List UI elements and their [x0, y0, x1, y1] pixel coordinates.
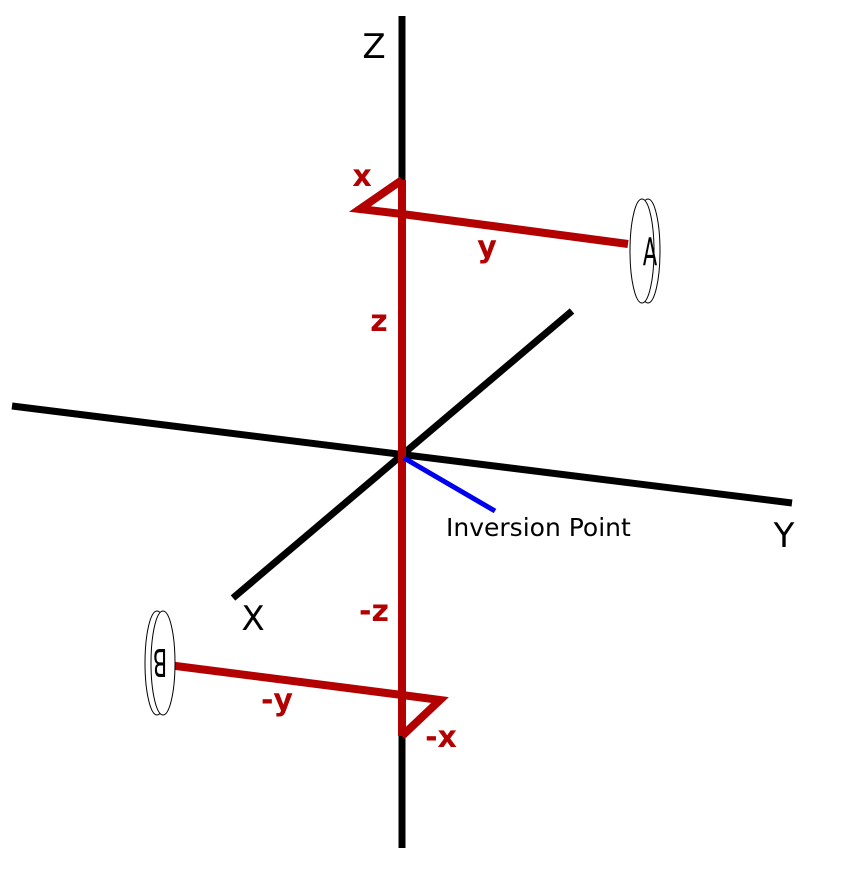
inversion-point-label: Inversion Point — [446, 513, 631, 542]
neg-y-displacement-label: -y — [261, 683, 293, 718]
neg-x-displacement-label: -x — [425, 720, 457, 755]
y-displacement-label: y — [477, 230, 497, 265]
y-segment-a — [401, 210, 629, 248]
x-displacement-label: x — [352, 159, 371, 194]
inversion-path — [167, 176, 629, 739]
x-segment-a — [349, 176, 405, 218]
z-axis-label: Z — [362, 27, 385, 67]
y-segment-b — [167, 661, 403, 699]
object-b-disc: B — [144, 610, 176, 716]
object-b-label: B — [153, 639, 167, 682]
object-a-disc: A — [629, 198, 661, 304]
displacement-labels: x y z -z -y -x — [261, 159, 497, 755]
x-segment-b — [399, 691, 449, 739]
neg-z-displacement-label: -z — [359, 594, 389, 629]
y-axis-label: Y — [773, 516, 795, 556]
x-axis-label: X — [241, 599, 264, 639]
inversion-point-pointer — [402, 455, 497, 514]
z-displacement-label: z — [370, 304, 387, 339]
object-a-label: A — [643, 232, 657, 275]
